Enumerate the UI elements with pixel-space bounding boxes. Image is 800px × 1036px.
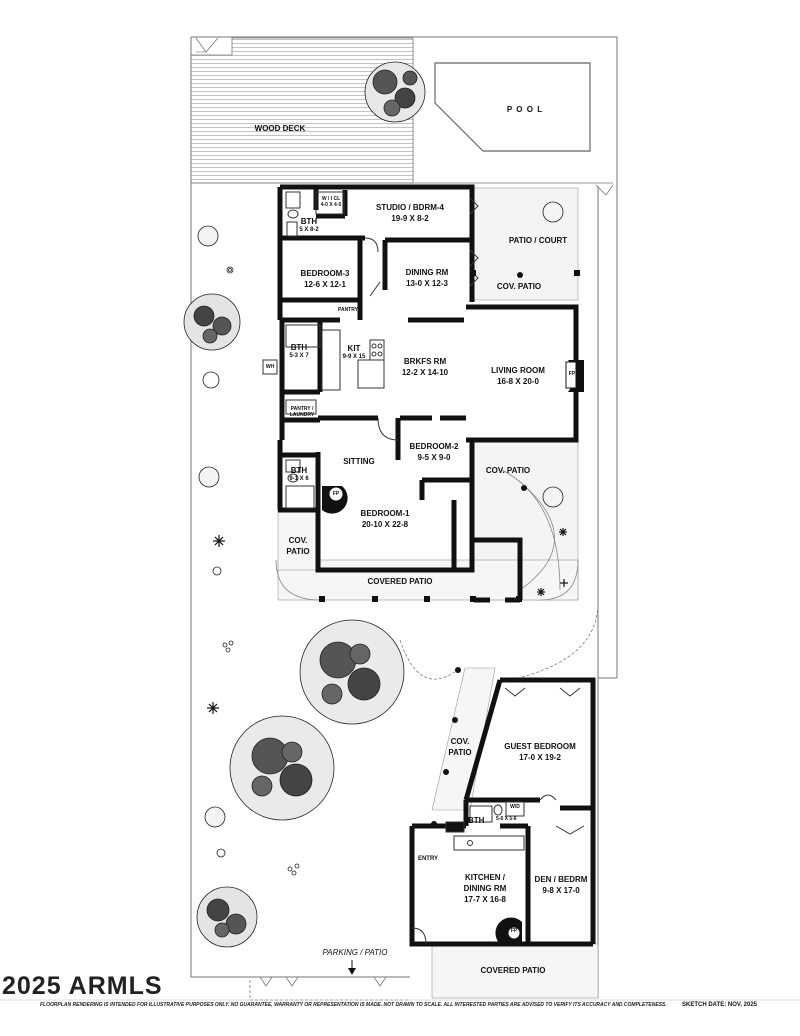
- label-fireplace-living: FP: [568, 371, 576, 377]
- bedroom3-name: BEDROOM-3: [300, 269, 350, 278]
- label-walk-in-closet: W / I CL 4-0 X 4-5: [314, 196, 348, 208]
- label-studio: STUDIO / BDRM-4 19-9 X 8-2: [360, 202, 460, 224]
- label-kitchen: KIT 9-9 X 15: [340, 343, 368, 361]
- bath-top-name: BTH: [300, 217, 318, 226]
- studio-name: STUDIO / BDRM-4: [376, 203, 444, 212]
- guest-bedroom-name: GUEST BEDROOM: [504, 742, 576, 751]
- fireplace-guest: [495, 917, 522, 944]
- label-pantry: PANTRY: [338, 307, 358, 313]
- label-bath-guest: BTH 5-6 X 5-6: [468, 815, 524, 826]
- fireplace-living: [565, 360, 584, 392]
- label-pantry-laundry: PANTRY / LAUNDRY 5-8 X 11-0: [282, 406, 322, 424]
- bath-low-name: BTH: [290, 466, 308, 475]
- dining-name: DINING RM: [405, 268, 449, 277]
- label-pool: P O O L: [506, 105, 544, 114]
- columns: [319, 270, 580, 827]
- tree-left-2: [196, 886, 258, 948]
- dining-dim: 13-0 X 12-3: [406, 279, 448, 288]
- brkfs-name: BRKFS RM: [403, 357, 447, 366]
- laundry-dim: 5-8 X 11-0: [290, 418, 314, 424]
- living-dim: 16-8 X 20-0: [497, 377, 539, 386]
- disclaimer: FLOORPLAN RENDERING IS INTENDED FOR ILLU…: [40, 1002, 667, 1008]
- bedroom3-dim: 12-6 X 12-1: [304, 280, 346, 289]
- patio-curves: [275, 469, 579, 601]
- fence: [191, 182, 614, 196]
- bath-guest-dim: 5-6 X 5-6: [496, 816, 517, 822]
- guest-bedroom-dim: 17-0 X 19-2: [519, 753, 561, 762]
- kitchen-dim: 9-9 X 15: [342, 354, 366, 360]
- cov-patio-guest-name2: PATIO: [448, 748, 472, 757]
- den-dim: 9-8 X 17-0: [542, 886, 580, 895]
- studio-dim: 19-9 X 8-2: [391, 214, 429, 223]
- bath-guest-name: BTH: [468, 816, 485, 825]
- bedroom1-dim: 20-10 X 22-8: [361, 520, 409, 529]
- label-entry: ENTRY: [417, 856, 439, 862]
- bottom-fence: [191, 976, 410, 987]
- bath-low-dim: 9-1 X 6: [289, 476, 309, 482]
- bedroom2-dim: 9-5 X 9-0: [417, 453, 451, 462]
- sketch-date: SKETCH DATE: NOV. 2025: [682, 1002, 758, 1008]
- bedroom2-name: BEDROOM-2: [409, 442, 459, 451]
- watermark: 2025 ARMLS: [2, 972, 163, 1000]
- bath-mid-dim: 5-3 X 7: [289, 353, 309, 359]
- label-cov-patio-top: COV. PATIO: [496, 282, 542, 291]
- label-cov-patio-mid: COV. PATIO: [485, 466, 531, 475]
- label-parking: PARKING / PATIO: [322, 948, 388, 957]
- label-bedroom3: BEDROOM-3 12-6 X 12-1: [290, 268, 360, 290]
- bedroom1-name: BEDROOM-1: [360, 509, 410, 518]
- den-name: DEN / BEDRM: [534, 875, 588, 884]
- kitchen-dining-name2: DINING RM: [463, 884, 507, 893]
- label-brkfs: BRKFS RM 12-2 X 14-10: [390, 356, 460, 378]
- label-bath-top: BTH 5 X 8-2: [294, 216, 324, 234]
- label-sitting: SITTING: [343, 457, 375, 466]
- pool: [434, 62, 591, 152]
- kitchen-name: KIT: [347, 344, 361, 353]
- tree-large-1: [299, 619, 405, 725]
- fireplace-bedroom1: [322, 486, 348, 514]
- label-water-heater: WH: [265, 364, 275, 370]
- cov-patio-guest-name: COV.: [450, 737, 470, 746]
- tree-deck: [364, 61, 426, 123]
- label-covered-patio: COVERED PATIO: [367, 577, 433, 586]
- cov-patio-left-name: COV.: [288, 536, 308, 545]
- laundry-name2: LAUNDRY: [289, 412, 315, 418]
- label-dining: DINING RM 13-0 X 12-3: [392, 267, 462, 289]
- kitchen-dining-name: KITCHEN /: [465, 873, 505, 882]
- closet-dim: 4-0 X 4-5: [320, 202, 342, 208]
- living-name: LIVING ROOM: [491, 366, 545, 375]
- label-wd: W/D: [510, 804, 520, 810]
- label-wood-deck: WOOD DECK: [254, 124, 306, 133]
- label-bath-low: BTH 9-1 X 6: [284, 465, 314, 483]
- label-bedroom1: BEDROOM-1 20-10 X 22-8: [350, 508, 420, 530]
- bath-top-dim: 5 X 8-2: [299, 227, 319, 233]
- bath-mid-name: BTH: [290, 343, 308, 352]
- closet-name: W / I CL: [321, 196, 341, 202]
- main-house-walls: [277, 184, 579, 603]
- brkfs-dim: 12-2 X 14-10: [401, 368, 449, 377]
- laundry-name: PANTRY /: [290, 406, 314, 412]
- label-fireplace-bedroom: FP: [332, 491, 340, 497]
- cov-patio-left-name2: PATIO: [286, 547, 310, 556]
- label-guest-bedroom: GUEST BEDROOM 17-0 X 19-2: [500, 741, 580, 763]
- kitchen-dining-dim: 17-7 X 16-8: [464, 895, 506, 904]
- label-den: DEN / BEDRM 9-8 X 17-0: [530, 874, 592, 896]
- tree-left-1: [183, 293, 241, 351]
- parking-arrow: [348, 960, 356, 975]
- label-cov-patio-left: COV. PATIO: [280, 535, 316, 557]
- label-bath-mid: BTH 5-3 X 7: [284, 342, 314, 360]
- label-patio-court: PATIO / COURT: [508, 236, 568, 245]
- label-kitchen-dining: KITCHEN / DINING RM 17-7 X 16-8: [450, 872, 520, 905]
- guest-house-fixtures: [411, 687, 585, 945]
- label-bedroom2: BEDROOM-2 9-5 X 9-0: [402, 441, 466, 463]
- trees: [183, 61, 564, 948]
- tree-large-2: [229, 715, 335, 821]
- label-living: LIVING ROOM 16-8 X 20-0: [478, 365, 558, 387]
- label-covered-patio-guest: COVERED PATIO: [480, 966, 546, 975]
- star-plants: [207, 528, 568, 714]
- label-fireplace-guest: FP: [510, 928, 518, 934]
- label-cov-patio-guest: COV. PATIO: [442, 736, 478, 758]
